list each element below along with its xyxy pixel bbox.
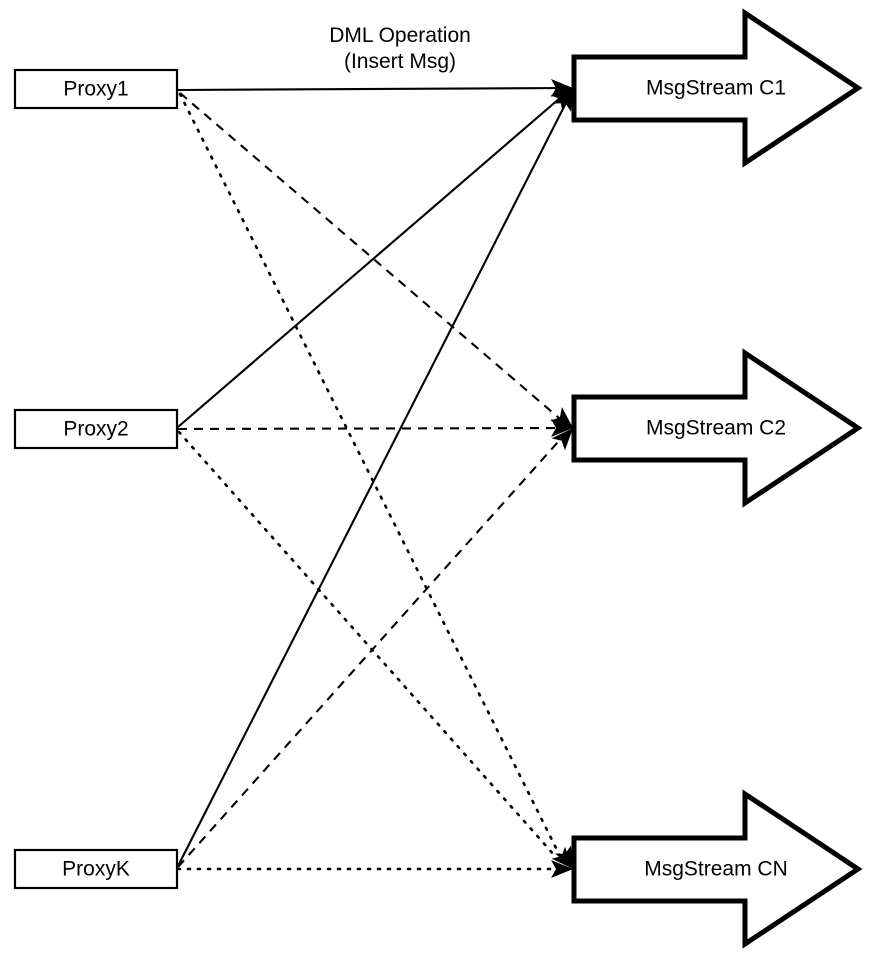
msgstream-stream_c2[interactable]: MsgStream C2 (571, 348, 863, 508)
msgstream-label: MsgStream C1 (646, 77, 786, 100)
arrowhead-head-c2-a (551, 419, 573, 437)
msgstream-shapes-layer: MsgStream C1 MsgStream C2 MsgStream CN (571, 8, 863, 949)
edge-proxy2-to-c2 (177, 426, 567, 431)
edge-proxyk-to-c2 (177, 432, 567, 868)
msgstream-label: MsgStream C2 (646, 417, 786, 440)
proxy-box-proxyk[interactable]: ProxyK (13, 848, 179, 890)
edge-proxy1-to-c2 (179, 92, 567, 425)
arrowhead-head-c1-a (551, 79, 573, 97)
msgstream-stream_c1[interactable]: MsgStream C1 (571, 8, 863, 168)
edge-proxy2-to-c1 (177, 91, 568, 428)
block-arrow-shape (571, 348, 863, 508)
arrowhead-head-c1-c (554, 88, 573, 112)
arrowhead-head-c2-b (550, 406, 573, 428)
edges-layer (176, 86, 571, 871)
msgstream-label: MsgStream CN (644, 858, 788, 881)
arrowhead-head-cn-c (551, 846, 573, 869)
proxy-label: ProxyK (62, 858, 130, 881)
block-arrow-shape (571, 8, 863, 168)
arrowhead-head-c2-c (551, 428, 573, 451)
dml-operation-label-line2: (Insert Msg) (344, 50, 456, 73)
proxy-box-rect (13, 408, 179, 450)
proxy-label: Proxy1 (63, 78, 128, 101)
block-arrow-shape (571, 789, 863, 949)
arrowheads-layer (550, 79, 573, 878)
proxy-box-rect (13, 848, 179, 890)
edge-proxyk-to-c1 (177, 94, 571, 867)
edge-proxy1-to-c1 (177, 86, 569, 92)
arrowhead-head-cn-a (551, 860, 573, 878)
proxy-box-rect (13, 68, 179, 110)
proxy-label: Proxy2 (63, 418, 128, 441)
proxy-box-proxy2[interactable]: Proxy2 (13, 408, 179, 450)
msgstream-stream_cn[interactable]: MsgStream CN (571, 789, 863, 949)
edge-proxy2-to-cn (177, 430, 565, 867)
proxy-box-proxy1[interactable]: Proxy1 (13, 68, 179, 110)
dml-operation-label-line1: DML Operation (329, 24, 471, 47)
edge-proxy1-to-cn (178, 92, 565, 864)
